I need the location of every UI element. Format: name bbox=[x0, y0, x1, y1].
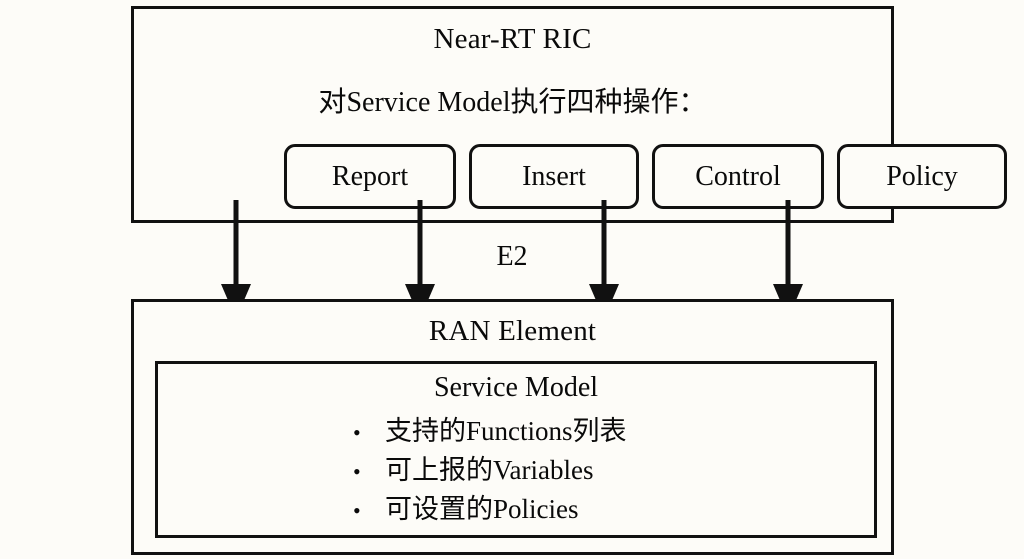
service-model-box: Service Model • 支持的Functions列表 • 可上报的Var… bbox=[155, 361, 877, 538]
e2-interface-label: E2 bbox=[496, 241, 528, 272]
ran-element-title: RAN Element bbox=[428, 315, 597, 347]
near-rt-ric-title: Near-RT RIC bbox=[433, 23, 592, 55]
service-model-bullet-text: 支持的Functions列表 bbox=[385, 416, 627, 446]
service-model-title: Service Model bbox=[433, 372, 599, 403]
operation-box-insert: Insert bbox=[469, 144, 639, 209]
operation-label-insert: Insert bbox=[522, 160, 586, 192]
operation-box-report: Report bbox=[284, 144, 456, 209]
ric-operations-caption: 对Service Model执行四种操作： bbox=[318, 87, 707, 118]
operation-box-control: Control bbox=[652, 144, 824, 209]
operation-box-policy: Policy bbox=[837, 144, 1007, 209]
operation-label-control: Control bbox=[695, 160, 781, 192]
service-model-bullet-text: 可设置的Policies bbox=[385, 494, 579, 524]
service-model-bullet-text: 可上报的Variables bbox=[385, 455, 594, 485]
operation-label-policy: Policy bbox=[886, 160, 958, 192]
ran-element-panel: RAN Element Service Model • 支持的Functions… bbox=[131, 299, 894, 555]
bullet-point-icon: • bbox=[353, 459, 361, 484]
bullet-point-icon: • bbox=[353, 498, 361, 523]
service-model-bullet-variables: • 可上报的Variables bbox=[158, 451, 874, 490]
near-rt-ric-panel: Near-RT RIC 对Service Model执行四种操作： Report… bbox=[131, 6, 1007, 223]
operation-label-report: Report bbox=[331, 160, 409, 192]
service-model-bullet-functions: • 支持的Functions列表 bbox=[158, 412, 874, 451]
service-model-bullet-list: • 支持的Functions列表 • 可上报的Variables • 可设置的P… bbox=[158, 412, 874, 529]
service-model-bullet-policies: • 可设置的Policies bbox=[158, 490, 874, 529]
bullet-point-icon: • bbox=[353, 420, 361, 445]
